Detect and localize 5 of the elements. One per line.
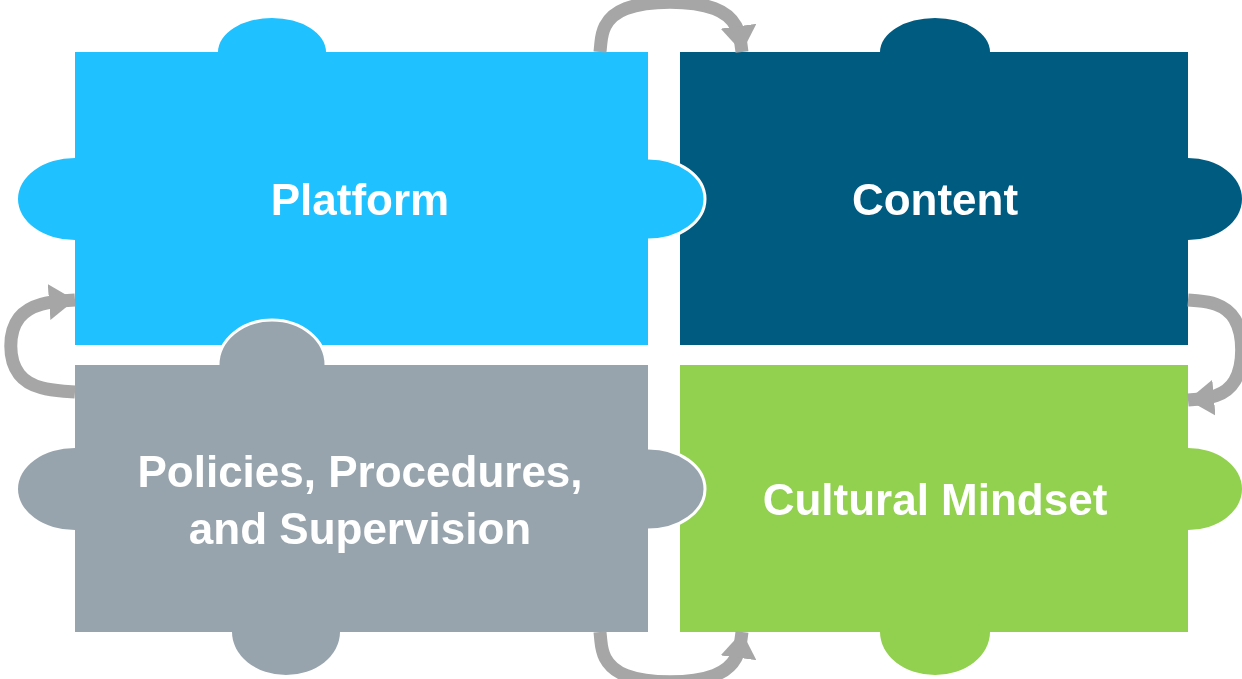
piece-label: Content xyxy=(851,174,1019,227)
piece-label: Policies, Procedures, and Supervision xyxy=(136,445,584,555)
curved-arrow xyxy=(4,284,76,399)
piece-label: Platform xyxy=(270,174,450,227)
piece-label: Cultural Mindset xyxy=(762,474,1108,527)
